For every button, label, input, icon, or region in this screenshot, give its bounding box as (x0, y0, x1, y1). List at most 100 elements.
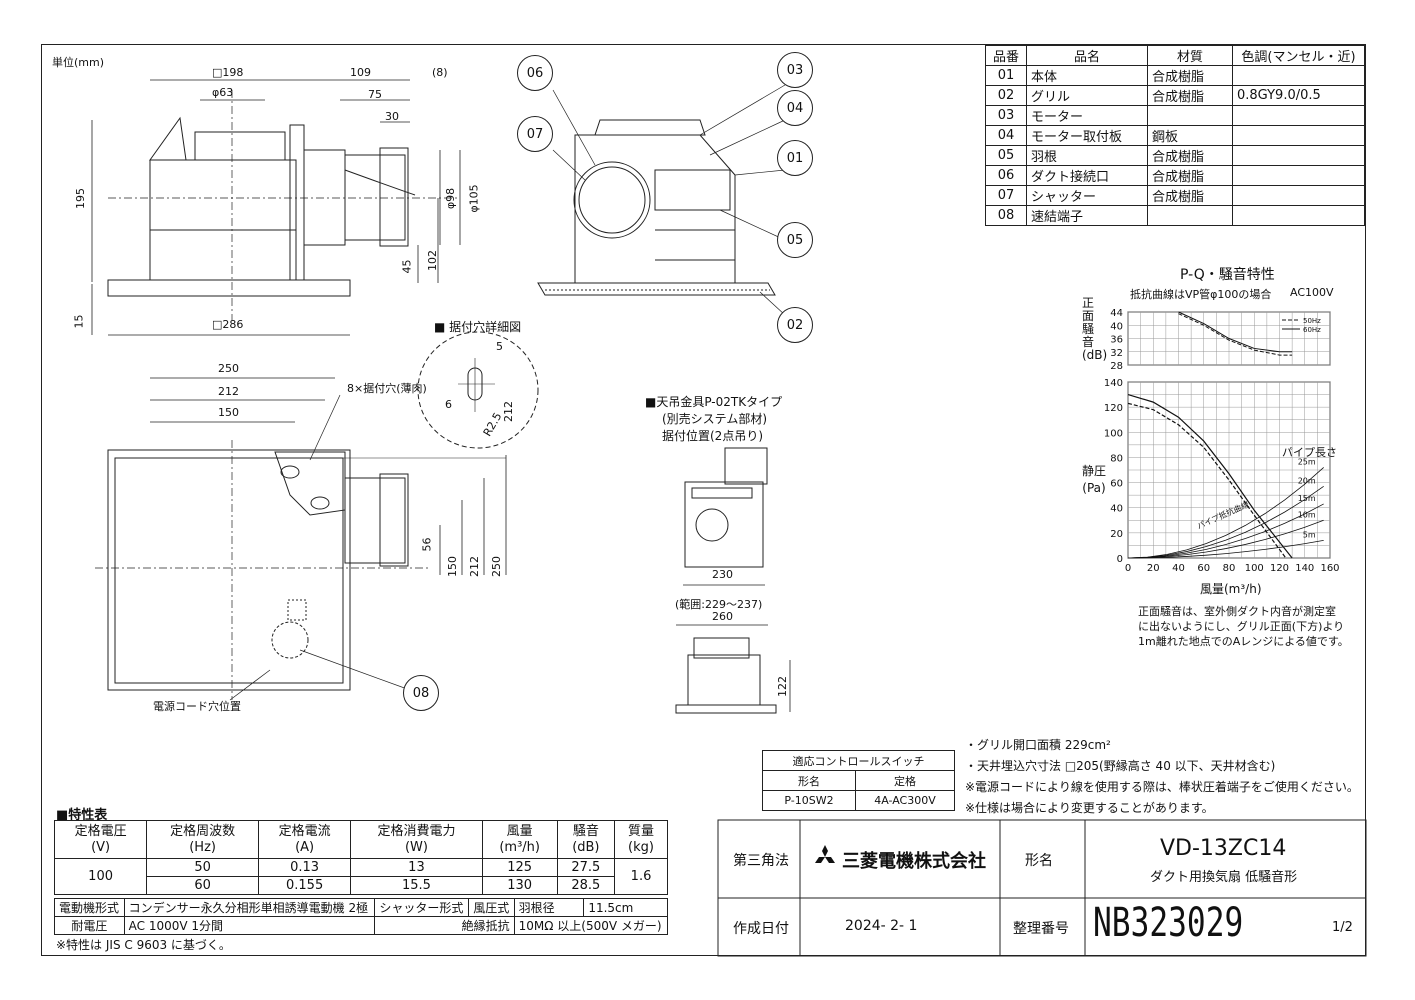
pressure-xtick: 60 (1197, 563, 1210, 574)
resistance-label-10m: 10m (1298, 510, 1316, 519)
spec-header: 定格電圧(V) (53, 820, 148, 859)
pressure-xtick: 20 (1147, 563, 1160, 574)
noise-ytick: 36 (1110, 335, 1123, 346)
spec-r2-noise: 28.5 (556, 876, 616, 895)
side-view-drawing (91, 79, 461, 336)
spec-header: 質量(kg) (614, 820, 668, 859)
pq-title: P-Q・騒音特性 (1180, 267, 1275, 283)
spec-header-line: (Hz) (189, 839, 216, 855)
parts-cell-name: ダクト接続口 (1026, 165, 1148, 186)
dim-8: (8) (432, 66, 448, 79)
insul-value: 10MΩ 以上(500V メガー) (513, 916, 669, 935)
pressure-xtick: 160 (1320, 563, 1339, 574)
callout-05: 05 (777, 222, 813, 258)
legend-label: 50Hz (1303, 317, 1321, 325)
resistance-label-25m: 25m (1298, 457, 1316, 466)
pressure-ytick: 60 (1110, 479, 1123, 490)
spec-r1-w: 13 (350, 858, 483, 877)
chart-note-3: 1m離れた地点でのAレンジによる値です。 (1138, 635, 1349, 648)
withstand-value: AC 1000V 1分間 (123, 916, 376, 935)
spec-r1-noise: 27.5 (556, 858, 616, 877)
parts-cell-no: 06 (985, 165, 1027, 186)
note-3: ※電源コードにより線を使用する際は、棒状圧着端子をご使用ください。 (965, 780, 1359, 794)
callout-03: 03 (777, 52, 813, 88)
spec-header: 定格周波数(Hz) (146, 820, 260, 859)
pressure-ytick: 120 (1104, 403, 1123, 414)
pressure-xtick: 120 (1270, 563, 1289, 574)
resistance-curve-5m (1127, 540, 1324, 559)
resistance-curve-25m (1127, 467, 1324, 559)
parts-cell-material: 合成樹脂 (1147, 165, 1233, 186)
callout-04: 04 (777, 90, 813, 126)
spec-title: ■特性表 (56, 808, 108, 823)
parts-cell-material: 合成樹脂 (1147, 145, 1233, 166)
hanger-w230: 230 (712, 568, 733, 581)
date-value: 2024- 2- 1 (845, 918, 918, 934)
parts-cell-name: 速結端子 (1026, 205, 1148, 226)
pq-subtitle: 抵抗曲線はVP管φ100の場合 (1130, 288, 1272, 301)
bv-dim-212: 212 (218, 385, 239, 398)
pq-power: AC100V (1290, 286, 1334, 299)
pressure-ytick: 20 (1110, 529, 1123, 540)
spec-header-line: (A) (295, 839, 315, 855)
callout-01: 01 (777, 140, 813, 176)
note-2: ・天井埋込穴寸法 □205(野縁高さ 40 以下、天井材含む) (965, 759, 1276, 773)
noise-ytick: 32 (1110, 348, 1123, 359)
dim-109: 109 (350, 66, 371, 79)
spec-r1-hz: 50 (146, 858, 260, 877)
spec-voltage: 100 (53, 858, 148, 895)
hole-d5: 5 (496, 340, 503, 353)
title-block-frame (717, 819, 1367, 957)
date-label: 作成日付 (733, 921, 789, 937)
motor-label: 電動機形式 (54, 898, 125, 917)
hanger-sub2: 据付位置(2点吊り) (662, 429, 763, 443)
flow-xlabel: 風量(m³/h) (1200, 582, 1262, 596)
pressure-ylabel: 静圧(Pa) (1081, 464, 1106, 495)
spec-r2-a: 0.155 (258, 876, 352, 895)
shutter-label: シャッター形式 (374, 898, 470, 917)
pressure-xtick: 80 (1223, 563, 1236, 574)
parts-cell-material: 合成樹脂 (1147, 185, 1233, 206)
hanger-sub1: (別売システム部材) (662, 412, 768, 426)
pressure-ytick: 40 (1110, 504, 1123, 515)
spec-header-line: 定格電圧 (74, 823, 127, 839)
hanger-title: ■天吊金具P-02TKタイプ (645, 395, 783, 409)
spec-header: 定格電流(A) (258, 820, 352, 859)
noise-ytick: 28 (1110, 361, 1123, 372)
spec-mass: 1.6 (614, 858, 668, 895)
spec-footnote: ※特性は JIS C 9603 に基づく。 (56, 938, 231, 952)
resistance-curve-20m (1127, 486, 1324, 559)
hole-d6: 6 (445, 398, 452, 411)
spec-r2-hz: 60 (146, 876, 260, 895)
callout-08: 08 (403, 675, 439, 711)
spec-header-line: 風量 (506, 823, 533, 839)
doc-no-label: 整理番号 (1013, 921, 1069, 937)
dim-75: 75 (368, 88, 382, 101)
projection: 第三角法 (733, 853, 789, 869)
parts-cell-no: 05 (985, 145, 1027, 166)
chart-note-2: に出ないようにし、グリル正面(下方)より (1138, 620, 1345, 633)
dim-phi63: φ63 (212, 86, 234, 99)
cs-v1: P-10SW2 (762, 790, 856, 811)
cs-title: 適応コントロールスイッチ (762, 750, 955, 771)
spec-header: 定格消費電力(W) (350, 820, 483, 859)
note-4: ※仕様は場合により変更することがあります。 (965, 801, 1214, 815)
spec-header: 騒音(dB) (556, 820, 616, 859)
resistance-curve-15m (1127, 503, 1324, 559)
resistance-label-15m: 15m (1298, 494, 1316, 503)
dim-square286: □286 (212, 318, 244, 331)
spec-header-line: (dB) (572, 839, 600, 855)
spec-header-line: (m³/h) (499, 839, 540, 855)
spec-r1-a: 0.13 (258, 858, 352, 877)
blade-value: 11.5cm (583, 898, 668, 917)
spec-header-line: 騒音 (572, 823, 599, 839)
pressure-xtick: 140 (1295, 563, 1314, 574)
pressure-series-50Hz (1127, 402, 1287, 559)
